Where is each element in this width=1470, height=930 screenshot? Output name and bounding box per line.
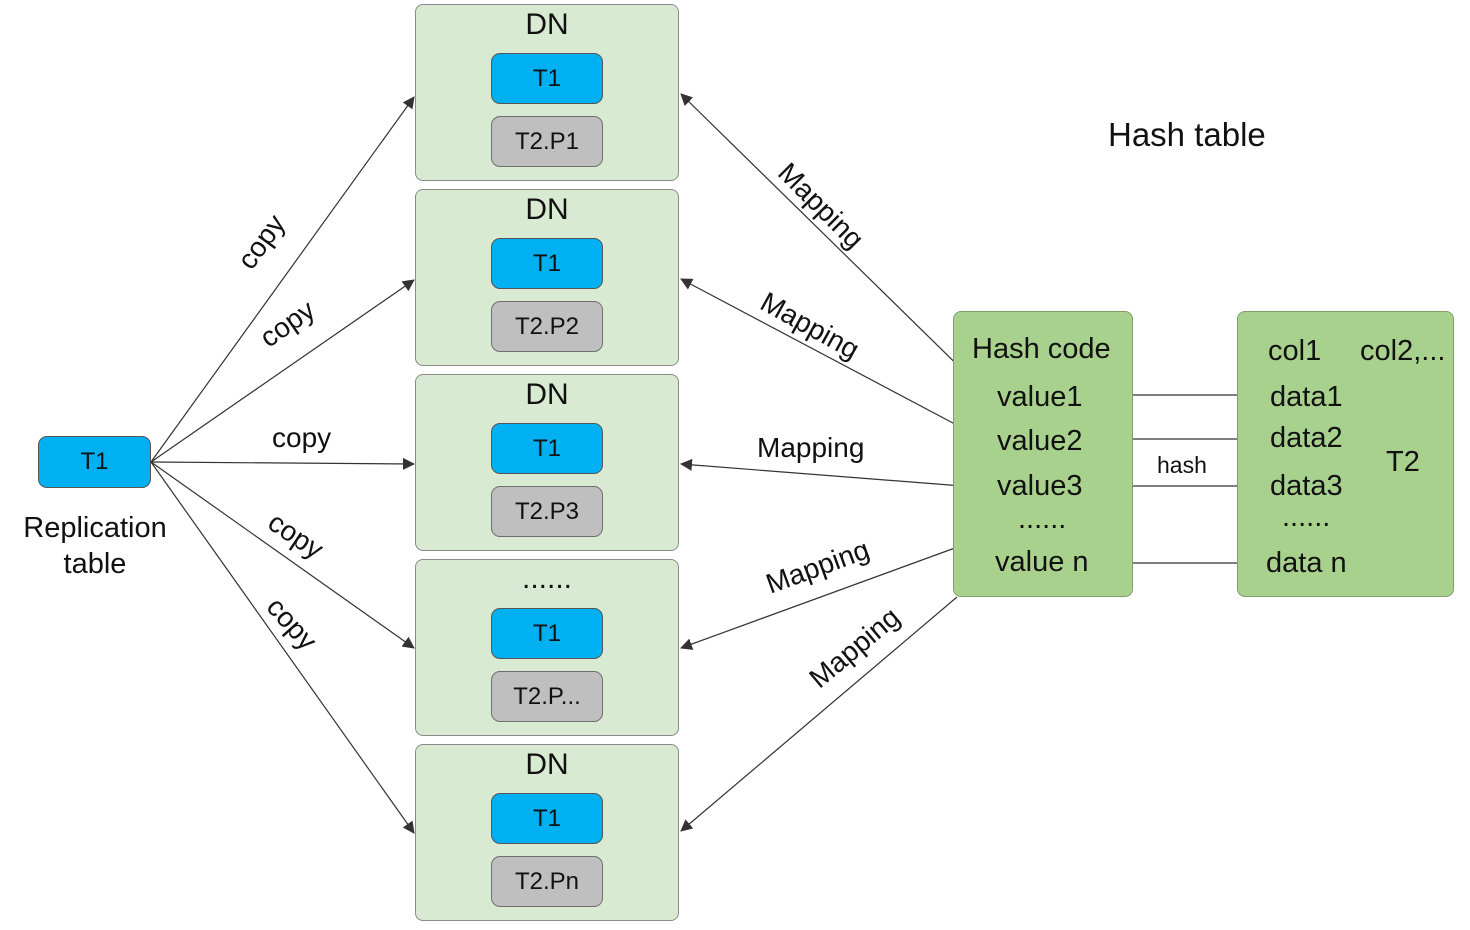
- dn-table-t1: T1: [491, 793, 603, 844]
- t2-table-name: T2: [1386, 446, 1420, 478]
- t2-col1-header: col1: [1268, 335, 1322, 367]
- hash-table-title: Hash table: [1108, 116, 1266, 153]
- hash-value-3: value3: [997, 470, 1083, 502]
- mapping-arrow-3: [680, 458, 976, 488]
- dn-partition: T2.P...: [491, 671, 603, 722]
- dn-partition: T2.P3: [491, 486, 603, 537]
- copy-arrow-2: [150, 279, 415, 463]
- replication-label-line2: table: [63, 548, 127, 580]
- t2-col2-header: col2,...: [1360, 335, 1446, 367]
- dn-table-t1: T1: [491, 423, 603, 474]
- dn-title: DN: [525, 193, 569, 226]
- mapping-label-3: Mapping: [757, 432, 865, 463]
- mapping-arrow-5: [680, 596, 958, 832]
- dn-title: ......: [521, 562, 572, 595]
- mapping-arrow-2: [680, 278, 986, 441]
- t2-table-box: [1237, 311, 1454, 597]
- hash-code-header: Hash code: [972, 333, 1111, 365]
- dn-partition: T2.P1: [491, 116, 603, 167]
- dn-title: DN: [525, 378, 569, 411]
- copy-arrow-3: [150, 457, 415, 470]
- replication-table-t1: T1: [38, 436, 151, 488]
- t2-data-3: data3: [1270, 470, 1343, 502]
- hash-value-1: value1: [997, 381, 1083, 413]
- t2-data-2: data2: [1270, 422, 1343, 454]
- mapping-arrow-1: [680, 93, 986, 393]
- copy-arrow-5: [150, 461, 415, 834]
- dn-table-t1: T1: [491, 608, 603, 659]
- hash-value-2: value2: [997, 425, 1083, 457]
- data-node-1: DN T1 T2.P1: [415, 4, 679, 181]
- dn-partition: T2.P2: [491, 301, 603, 352]
- copy-label-3: copy: [272, 422, 332, 453]
- replication-label-line1: Replication: [23, 512, 167, 544]
- data-node-n: DN T1 T2.Pn: [415, 744, 679, 921]
- data-node-ellipsis: ...... T1 T2.P...: [415, 559, 679, 736]
- mapping-arrow-4: [680, 536, 986, 650]
- hash-value-ellipsis: ......: [1018, 503, 1067, 535]
- dn-table-t1: T1: [491, 53, 603, 104]
- copy-arrow-1: [150, 96, 415, 463]
- dn-title: DN: [525, 8, 569, 41]
- data-node-2: DN T1 T2.P2: [415, 189, 679, 366]
- hash-code-box: [953, 311, 1133, 597]
- copy-arrow-4: [150, 461, 415, 649]
- dn-table-t1: T1: [491, 238, 603, 289]
- t2-data-1: data1: [1270, 381, 1343, 413]
- dn-title: DN: [525, 748, 569, 781]
- t2-data-ellipsis: ......: [1282, 501, 1331, 533]
- hash-value-n: value n: [995, 546, 1089, 578]
- hash-arrow-label: hash: [1157, 452, 1207, 478]
- dn-partition: T2.Pn: [491, 856, 603, 907]
- data-node-3: DN T1 T2.P3: [415, 374, 679, 551]
- replication-table-label: Replication table: [10, 510, 180, 582]
- t2-data-n: data n: [1266, 547, 1347, 579]
